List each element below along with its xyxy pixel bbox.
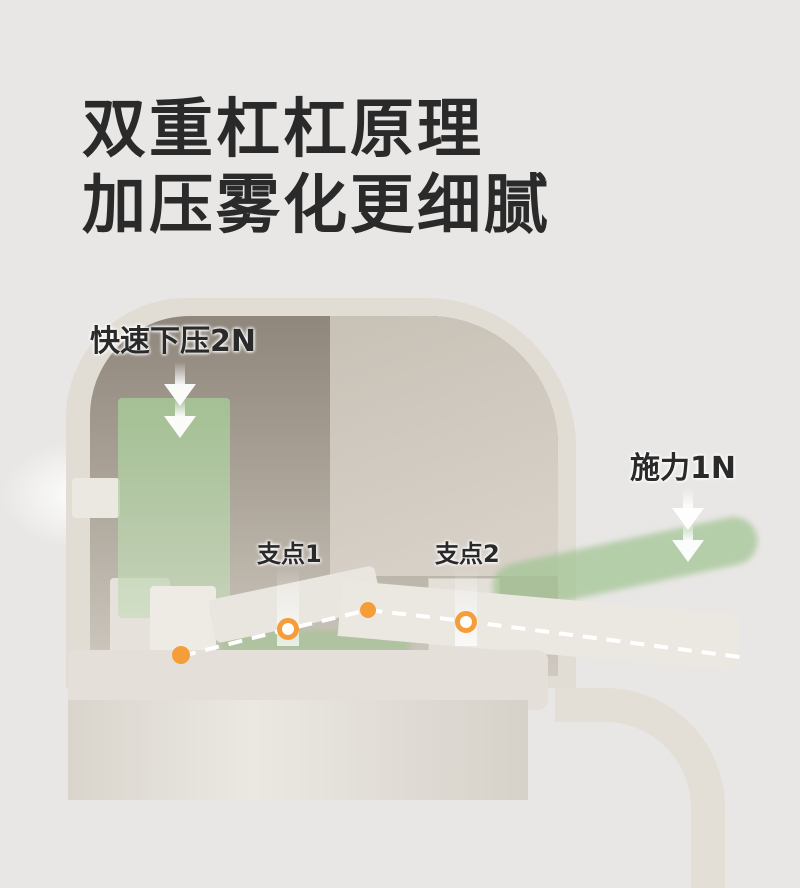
lever-path-line (181, 607, 741, 659)
applied-force-label: 施力1N (630, 451, 736, 486)
lid-interior-light (330, 316, 558, 576)
force-arrow-stem-2 (683, 520, 693, 540)
down-arrow-icon (672, 508, 704, 530)
fulcrum-2-guide (455, 566, 477, 646)
linkage-joint-point (360, 602, 376, 618)
fulcrum-1-point (277, 618, 299, 640)
fulcrum-2-point (455, 611, 477, 633)
cup-body (68, 700, 528, 800)
spray-nozzle (72, 478, 120, 518)
pump-pivot-point (172, 646, 190, 664)
down-arrow-icon (672, 540, 704, 562)
down-arrow-icon (164, 384, 196, 406)
headline-line-2: 加压雾化更细腻 (82, 169, 551, 243)
press-force-label: 快速下压2N (90, 324, 256, 359)
force-arrow-stem (683, 488, 693, 508)
press-arrow-stem-2 (175, 398, 185, 416)
headline: 双重杠杠原理 加压雾化更细腻 (82, 92, 551, 244)
fulcrum-2-label: 支点2 (435, 540, 500, 568)
fulcrum-1-label: 支点1 (257, 540, 322, 568)
down-arrow-icon (164, 416, 196, 438)
press-arrow-stem (175, 362, 185, 384)
headline-line-1: 双重杠杠原理 (82, 93, 484, 167)
